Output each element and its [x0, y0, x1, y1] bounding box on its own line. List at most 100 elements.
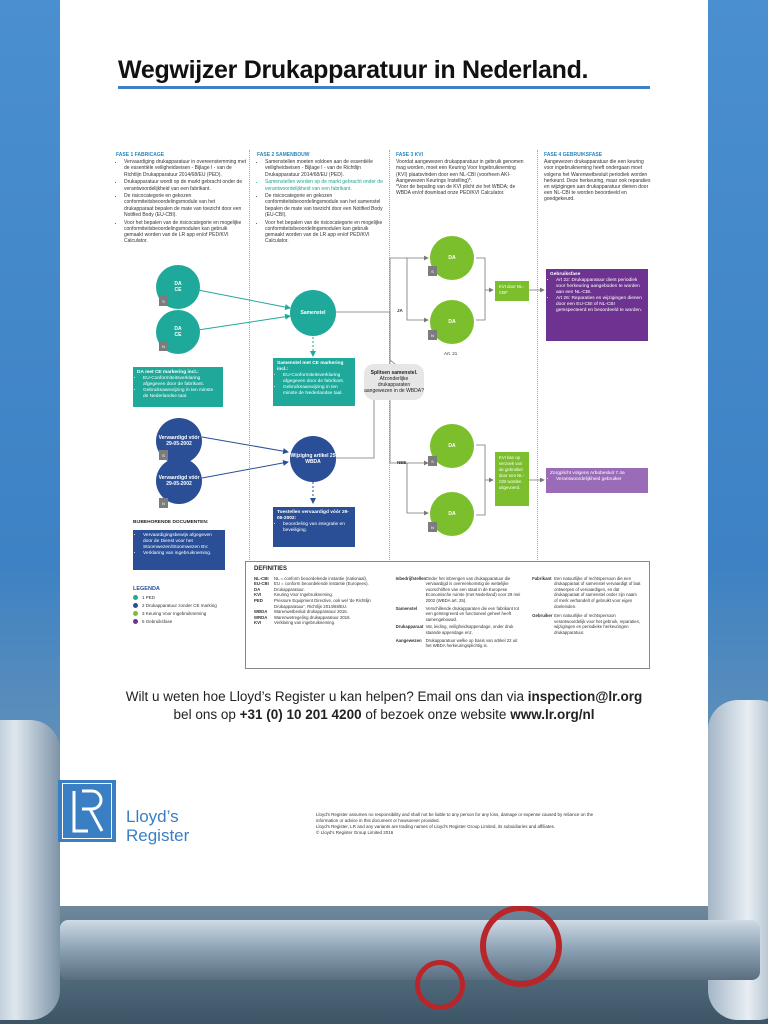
tag-s: S — [159, 296, 168, 306]
legend-dot-icon — [133, 619, 138, 624]
phase-heading: FASE 1 FABRICAGE — [116, 152, 165, 158]
box-title: Samenstel met CE markering incl.: — [277, 361, 344, 372]
column-divider — [249, 150, 250, 560]
box-item: Art 22: Drukapparatuur dient periodiek v… — [556, 278, 644, 296]
phase-item: Vervaardiging drukapparatuur in overeens… — [124, 159, 246, 178]
tag-n: N — [159, 341, 168, 351]
node-label: DA — [174, 281, 182, 287]
logo-line: Register — [126, 826, 190, 845]
box-kvi-nl-cbi: KVI door NL-CBI* — [495, 281, 529, 301]
node-da-green-1: DA — [430, 236, 474, 280]
legend-item: 1 PED — [133, 595, 243, 600]
arrow — [389, 255, 429, 370]
tag-s: S — [428, 266, 437, 276]
legend: LEGENDA 1 PED 2 Drukapparatuur zonder CE… — [133, 586, 243, 627]
phase-heading: FASE 2 SAMENBOUW — [257, 152, 310, 158]
lr-logo — [58, 780, 116, 842]
node-samenstel: Samenstel — [290, 290, 336, 336]
column-divider — [537, 150, 538, 560]
legend-label: 5 Gebruiksfase — [142, 619, 173, 624]
decision-title: Splitsen samenstel. — [370, 370, 418, 376]
phase-text: Aangewezen drukapparatuur die een keurin… — [544, 159, 651, 203]
box-da-ce-markering: DA met CE markering incl.: EU-Conformite… — [133, 367, 223, 407]
disclaimer-line: © Lloyd’s Register Group Limited 2016 — [316, 830, 394, 835]
pipe-graphic — [0, 720, 60, 1020]
phase-item: Samenstellen worden op de markt gebracht… — [265, 179, 387, 191]
arrow — [406, 258, 429, 323]
label-nee: NEE — [397, 460, 407, 465]
box-title: Gebruiksfase — [550, 272, 581, 277]
legend-dot-icon — [133, 611, 138, 616]
valve-wheel-icon — [480, 905, 562, 987]
legend-label: 2 Drukapparatuur zonder CE marking — [142, 603, 217, 608]
legend-item: 2 Drukapparatuur zonder CE marking — [133, 603, 243, 608]
arrow — [197, 313, 291, 331]
box-item: Gebruiksaanwijzing in ten minste de Nede… — [283, 385, 351, 397]
node-da-green-3: DA — [430, 424, 474, 468]
tag-n: N — [428, 330, 437, 340]
box-item: Verklaring van ingebruikneming. — [143, 551, 221, 557]
email-link[interactable]: inspection@lr.org — [527, 689, 643, 704]
arrow — [197, 289, 291, 310]
phase-item: Voor het bepalen van de risicocategorie … — [265, 220, 387, 245]
contact-line-2: bel ons op +31 (0) 10 201 4200 of bezoek… — [173, 707, 595, 722]
lr-logo-text: Lloyd’s Register — [126, 807, 189, 845]
box-zorgplicht: Zorgplicht volgens Arbobesluit 7.4a Vera… — [546, 468, 648, 493]
legend-label: 1 PED — [142, 595, 156, 600]
arrow — [201, 459, 289, 479]
node-label: DA — [174, 326, 182, 332]
box-item: Verantwoordelijkheid gebruiker — [556, 477, 644, 483]
phase-1: FASE 1 FABRICAGE Vervaardiging drukappar… — [116, 152, 246, 246]
phone-number[interactable]: +31 (0) 10 201 4200 — [239, 707, 362, 722]
box-item: Art 26: Reparaties en wijzigingen dienen… — [556, 296, 644, 314]
arrow — [389, 395, 429, 466]
decision-splitsen: Splitsen samenstel. Afzonderlijke drukap… — [364, 364, 424, 400]
pipe-graphic — [60, 920, 760, 980]
bracket — [476, 444, 486, 516]
phase-text: Voordat aangewezen drukapparatuur in geb… — [396, 159, 524, 184]
legend-item: 3 Keuring Voor Ingebruikneming — [133, 611, 243, 616]
bracket — [476, 257, 486, 321]
box-toestellen: Toestellen vervaardigd vóór 29-05-2002: … — [273, 507, 355, 547]
contact-block: Wilt u weten hoe Lloyd’s Register u kan … — [60, 688, 708, 724]
page-title: Wegwijzer Drukapparatuur in Nederland. — [118, 56, 589, 84]
box-title: DA met CE markering incl.: — [137, 370, 199, 375]
phase-item: De risicocategorie en gekozen conformite… — [124, 193, 246, 218]
phase-item: Samenstellen moeten voldoen aan de essen… — [265, 159, 387, 178]
flow-connectors — [197, 255, 545, 516]
phase-4: FASE 4 GEBRUIKSFASE Aangewezen drukappar… — [544, 152, 652, 203]
lr-logo-mark-icon — [62, 783, 112, 839]
poster-sheet: Wegwijzer Drukapparatuur in Nederland. F… — [60, 0, 708, 906]
box-item: Vervaardigingsbewijs afgegeven door de D… — [143, 533, 221, 551]
logo-line: Lloyd’s — [126, 807, 179, 826]
node-wijziging: Wijziging artikel 25 WBDA — [290, 436, 336, 482]
title-underline — [118, 86, 650, 89]
tag-n: N — [159, 498, 168, 508]
tag-s: S — [159, 450, 168, 460]
legend-title: LEGENDA — [133, 586, 160, 592]
disclaimer-line: Lloyd’s Register, LR and any variants ar… — [316, 824, 556, 829]
tag-s: S — [428, 456, 437, 466]
valve-wheel-icon — [415, 960, 465, 1010]
box-title: Zorgplicht volgens Arbobesluit 7.4a — [550, 471, 625, 476]
legend-label: 3 Keuring Voor Ingebruikneming — [142, 611, 207, 616]
box-bijbehorende: Vervaardigingsbewijs afgegeven door de D… — [133, 530, 225, 570]
definitions-title: DEFINITIES — [254, 566, 288, 572]
legend-dot-icon — [133, 595, 138, 600]
arrow — [201, 436, 289, 455]
disclaimer: Lloyd’s Register assumes no responsibili… — [316, 812, 616, 836]
website-link[interactable]: www.lr.org/nl — [510, 707, 595, 722]
box-item: EU-Conformiteitsverklaring afgegeven doo… — [283, 373, 351, 385]
legend-dot-icon — [133, 603, 138, 608]
box-title: Toestellen vervaardigd vóór 29-05-2002: — [277, 510, 349, 521]
